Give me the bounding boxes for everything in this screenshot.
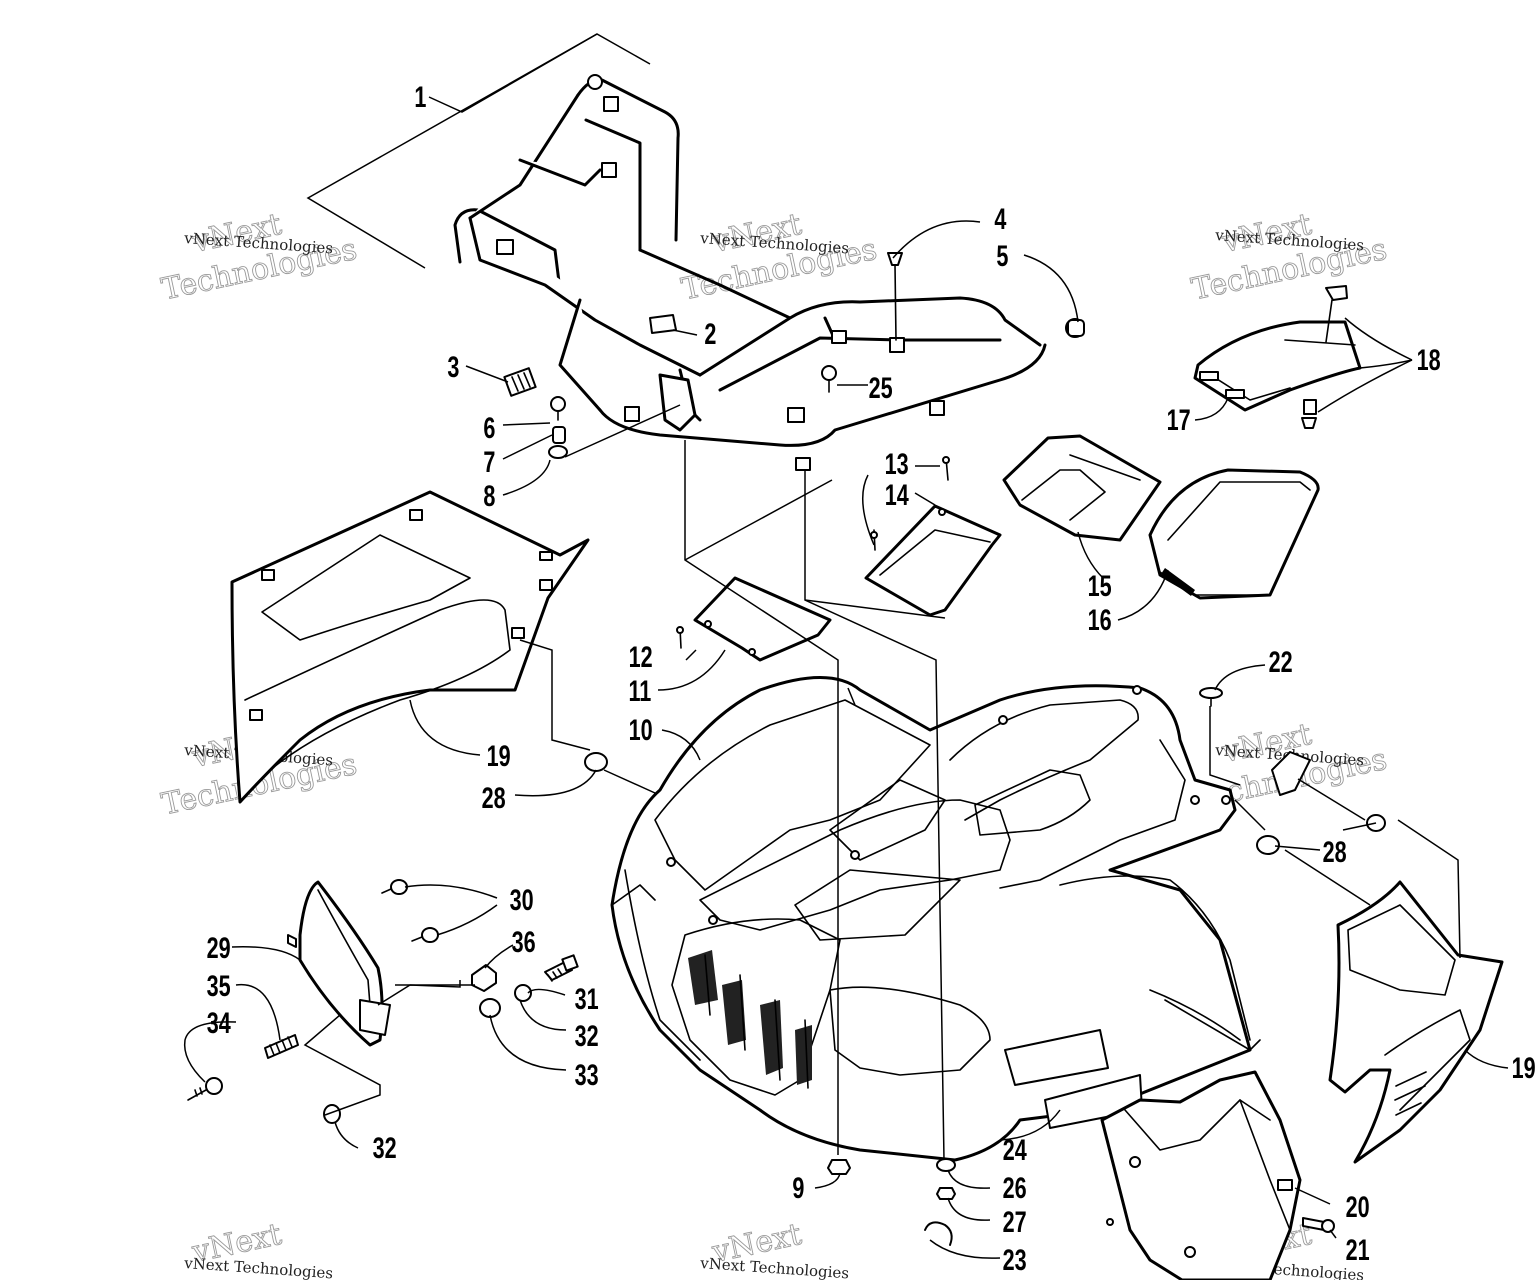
callout-1: 1	[414, 79, 426, 113]
watermark-company: vNext Technologies	[699, 1254, 850, 1280]
callout-20: 20	[1346, 1189, 1370, 1223]
callout-24: 24	[1003, 1132, 1027, 1166]
callout-14: 14	[885, 477, 909, 511]
callout-16: 16	[1088, 602, 1112, 636]
callout-17: 17	[1167, 402, 1191, 436]
callout-36: 36	[512, 924, 536, 958]
callout-11: 11	[628, 673, 651, 707]
support-bracket	[864, 456, 1002, 617]
callout-23: 23	[1003, 1242, 1027, 1276]
access-panel	[676, 576, 832, 662]
callout-15: 15	[1088, 568, 1112, 602]
leader-lines	[183, 33, 1509, 1259]
mud-flap	[287, 880, 391, 1047]
callout-28-left: 28	[482, 780, 506, 814]
storage-lid	[1193, 285, 1362, 429]
callout-32-upper: 32	[575, 1018, 599, 1052]
rack-tab	[496, 239, 514, 255]
right-side-panel	[1328, 880, 1504, 1164]
callout-30: 30	[510, 882, 534, 916]
callout-21: 21	[1346, 1232, 1370, 1266]
callout-34: 34	[207, 1005, 231, 1039]
storage-tray	[1002, 434, 1162, 542]
left-side-panel	[230, 490, 590, 804]
callout-10: 10	[629, 712, 653, 746]
callout-6: 6	[483, 410, 495, 444]
callout-2: 2	[704, 316, 716, 350]
callout-4: 4	[994, 201, 1006, 235]
callout-5: 5	[996, 238, 1008, 272]
watermark-company: vNext Technologies	[183, 1254, 334, 1280]
front-rack	[453, 74, 1085, 471]
mounting-hardware	[187, 879, 579, 1124]
inner-fender	[1100, 1070, 1302, 1280]
callout-29: 29	[207, 930, 231, 964]
callout-31: 31	[575, 981, 599, 1015]
decal-2	[649, 314, 677, 334]
callout-labels: 1 2 3 4 5 6 7 8 9 10 11 12 13 14 15 16 1…	[207, 79, 1536, 1276]
storage-box	[1148, 468, 1320, 600]
callout-26: 26	[1003, 1170, 1027, 1204]
callout-28-right: 28	[1323, 834, 1347, 868]
callout-9: 9	[792, 1170, 804, 1204]
callout-32-lower: 32	[373, 1130, 397, 1164]
front-fender-body	[610, 676, 1261, 1162]
callout-3: 3	[447, 349, 459, 383]
fasteners	[584, 319, 1386, 1246]
callout-8: 8	[483, 478, 495, 512]
rack-assembly-bracket	[306, 33, 651, 269]
callout-19-left: 19	[487, 738, 511, 772]
callout-13: 13	[885, 446, 909, 480]
callout-18: 18	[1417, 342, 1441, 376]
callout-19-right: 19	[1512, 1050, 1536, 1084]
hardware-rack	[503, 252, 903, 459]
callout-25: 25	[869, 370, 893, 404]
callout-33: 33	[575, 1057, 599, 1091]
callout-12: 12	[629, 639, 653, 673]
callout-35: 35	[207, 968, 231, 1002]
callout-27: 27	[1003, 1204, 1027, 1238]
callout-7: 7	[483, 444, 495, 478]
callout-22: 22	[1269, 644, 1293, 678]
